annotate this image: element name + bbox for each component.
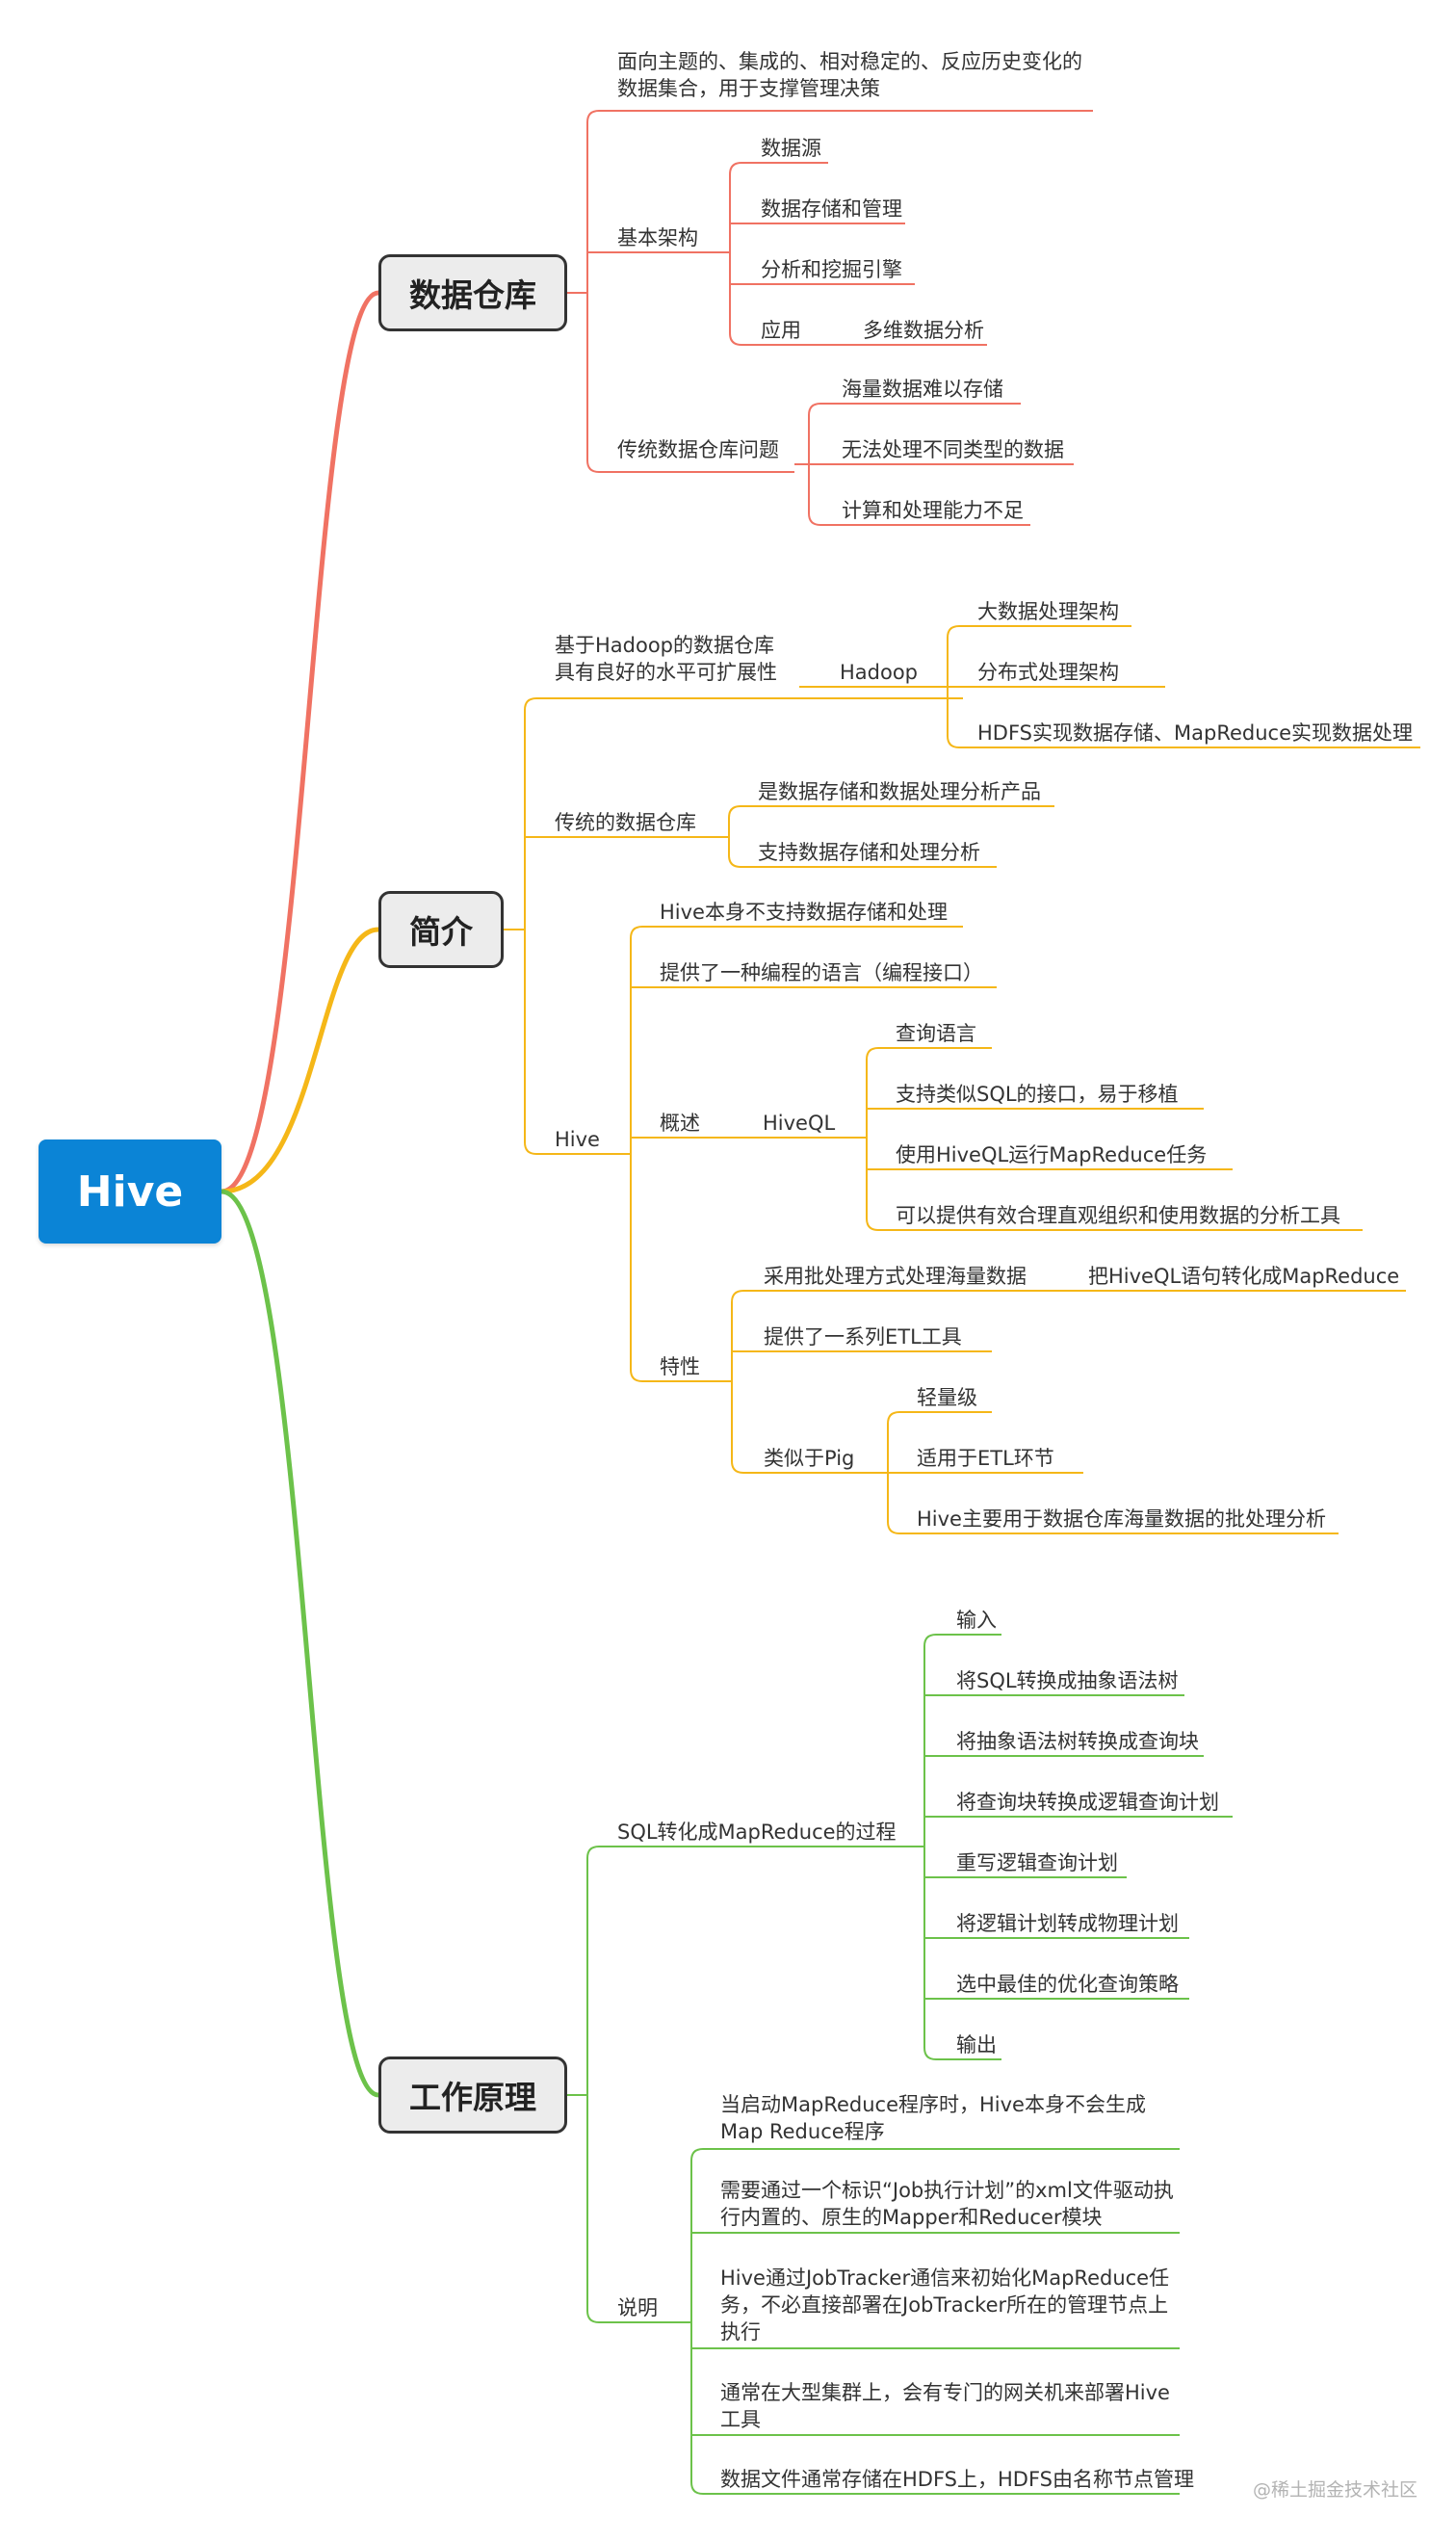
intro-hadoop-item: 分布式处理架构 — [977, 661, 1119, 684]
work-note-line: 数据文件通常存储在HDFS上，HDFS由名称节点管理 — [720, 2468, 1195, 2491]
topic-data-warehouse[interactable]: 数据仓库 — [378, 254, 567, 331]
dw-level1-branch — [586, 459, 794, 473]
intro-hadoop-desc-line1: 基于Hadoop的数据仓库 — [555, 634, 775, 657]
intro-traditional-item: 是数据存储和数据处理分析产品 — [758, 780, 1041, 803]
work-note-line: 行内置的、原生的Mapper和Reducer模块 — [720, 2206, 1103, 2229]
branch-to-data-warehouse — [221, 290, 379, 1194]
intro-hiveql-label: HiveQL — [763, 1112, 836, 1135]
intro-feature-etl: 提供了一系列ETL工具 — [764, 1325, 962, 1349]
dw-problem-item: 无法处理不同类型的数据 — [842, 438, 1064, 461]
branch-to-working-principle — [221, 1189, 379, 2098]
work-sql-step: 重写逻辑查询计划 — [956, 1851, 1118, 1874]
intro-feature-batch: 采用批处理方式处理海量数据 — [764, 1265, 1027, 1288]
intro-hiveql-item: 查询语言 — [896, 1022, 976, 1045]
work-level1-branch — [586, 1846, 924, 1859]
dw-arch-label: 基本架构 — [617, 226, 698, 249]
work-note-line: 执行 — [720, 2320, 761, 2344]
intro-pig-items-branch — [887, 1411, 992, 1425]
dw-problems-branch — [808, 512, 1030, 526]
dw-definition-line1: 面向主题的、集成的、相对稳定的、反应历史变化的 — [617, 50, 1082, 73]
intro-features-branch — [731, 1460, 876, 1474]
dw-arch-branch — [729, 332, 847, 346]
work-sql-step: 将SQL转换成抽象语法树 — [956, 1669, 1179, 1692]
intro-overview-label: 概述 — [660, 1112, 700, 1135]
intro-hive-item: 提供了一种编程的语言（编程接口） — [660, 961, 983, 984]
intro-hadoop-label: Hadoop — [840, 661, 919, 684]
branch-to-introduction — [221, 927, 379, 1194]
topic-working-principle[interactable]: 工作原理 — [378, 2056, 567, 2134]
intro-traditional-items-branch — [728, 805, 1054, 819]
dw-problem-item: 计算和处理能力不足 — [842, 499, 1024, 522]
work-note-line: 需要通过一个标识“Job执行计划”的xml文件驱动执 — [720, 2179, 1174, 2202]
work-note-line: 当启动MapReduce程序时，Hive本身不会生成 — [720, 2093, 1146, 2116]
dw-definition-line2: 数据集合，用于支撑管理决策 — [617, 77, 880, 100]
work-sql-steps-branch — [923, 2047, 1001, 2060]
work-note-line: 务，不必直接部署在JobTracker所在的管理节点上 — [720, 2293, 1169, 2317]
work-sql-label: SQL转化成MapReduce的过程 — [617, 1821, 897, 1844]
dw-level1-branch — [586, 110, 1093, 123]
topic-introduction[interactable]: 简介 — [378, 891, 504, 968]
work-sql-step: 将抽象语法树转换成查询块 — [956, 1730, 1199, 1753]
work-sql-step: 将查询块转换成逻辑查询计划 — [956, 1791, 1219, 1814]
intro-hive-items-branch — [630, 1369, 732, 1382]
intro-level1-branch — [524, 1141, 631, 1155]
intro-hiveql-items-branch — [866, 1047, 992, 1061]
dw-problems-branch — [808, 403, 1021, 416]
intro-hive-items-branch — [630, 926, 963, 939]
intro-hadoop-item: HDFS实现数据存储、MapReduce实现数据处理 — [977, 721, 1413, 745]
dw-problems-label: 传统数据仓库问题 — [617, 438, 779, 461]
work-notes-branch — [690, 2481, 1180, 2495]
intro-hiveql-item: 使用HiveQL运行MapReduce任务 — [896, 1143, 1208, 1166]
work-sql-step: 输出 — [956, 2033, 997, 2056]
intro-hive-item: Hive本身不支持数据存储和处理 — [660, 901, 948, 924]
work-sql-step: 将逻辑计划转成物理计划 — [956, 1912, 1179, 1935]
dw-app-child: 多维数据分析 — [863, 319, 984, 342]
dw-arch-item: 数据源 — [761, 137, 821, 160]
intro-pig-label: 类似于Pig — [764, 1447, 855, 1470]
intro-pig-items-branch — [887, 1521, 1339, 1534]
intro-traditional-label: 传统的数据仓库 — [555, 811, 696, 834]
intro-pig-item: 适用于ETL环节 — [917, 1447, 1054, 1470]
work-notes-label: 说明 — [617, 2296, 658, 2319]
intro-hiveql-item: 支持类似SQL的接口，易于移植 — [896, 1083, 1179, 1106]
work-sql-step: 选中最佳的优化查询策略 — [956, 1973, 1179, 1996]
intro-level1-branch — [524, 697, 963, 711]
intro-traditional-items-branch — [728, 854, 997, 868]
intro-features-branch — [731, 1290, 1406, 1303]
work-note-line: Hive通过JobTracker通信来初始化MapReduce任 — [720, 2266, 1170, 2290]
intro-hadoop-items-branch — [947, 735, 1420, 748]
work-note-line: 工具 — [720, 2408, 761, 2431]
watermark: @稀土掘金技术社区 — [1252, 2479, 1417, 2501]
intro-feature-batch-child: 把HiveQL语句转化成MapReduce — [1088, 1265, 1400, 1288]
intro-feature-label: 特性 — [660, 1355, 700, 1378]
dw-arch-item: 数据存储和管理 — [761, 197, 902, 221]
intro-traditional-item: 支持数据存储和处理分析 — [758, 841, 980, 864]
intro-hadoop-item: 大数据处理架构 — [977, 600, 1119, 623]
work-sql-steps-branch — [923, 1634, 1001, 1647]
intro-pig-item: Hive主要用于数据仓库海量数据的批处理分析 — [917, 1507, 1326, 1531]
work-note-line: Map Reduce程序 — [720, 2120, 885, 2143]
intro-hiveql-items-branch — [866, 1218, 1363, 1231]
work-level1-branch — [586, 2310, 674, 2323]
root-node-hive[interactable]: Hive — [39, 1140, 221, 1244]
intro-hadoop-desc-line2: 具有良好的水平可扩展性 — [555, 661, 777, 684]
intro-hadoop-items-branch — [947, 625, 1131, 639]
dw-arch-branch — [729, 162, 828, 175]
intro-hive-label: Hive — [555, 1128, 600, 1151]
intro-pig-item: 轻量级 — [917, 1386, 977, 1409]
work-sql-step: 输入 — [956, 1609, 997, 1632]
work-note-line: 通常在大型集群上，会有专门的网关机来部署Hive — [720, 2381, 1170, 2404]
work-notes-branch — [690, 2148, 1180, 2161]
dw-problem-item: 海量数据难以存储 — [842, 378, 1003, 401]
intro-hiveql-item: 可以提供有效合理直观组织和使用数据的分析工具 — [896, 1204, 1340, 1227]
dw-arch-item: 应用 — [761, 319, 801, 342]
dw-arch-item: 分析和挖掘引擎 — [761, 258, 902, 281]
